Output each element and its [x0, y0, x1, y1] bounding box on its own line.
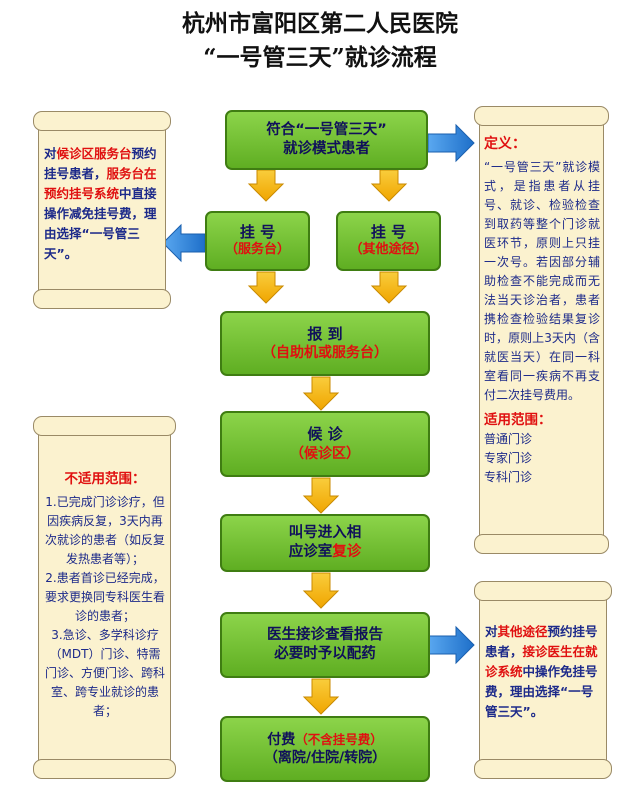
scroll-note-other	[474, 581, 612, 779]
arrow-left-desk	[162, 223, 206, 263]
box-call-number: 叫号进入相 应诊室复诊	[220, 514, 430, 572]
box-doctor-consult: 医生接诊查看报告 必要时予以配药	[220, 612, 430, 678]
not-applicable-text: 不适用范围： 1.已完成门诊诊疗，但因疾病反复，3天内再次就诊的患者（如反复发热…	[44, 471, 165, 718]
box-payment: 付费（不含挂号费） （离院/住院/转院）	[220, 716, 430, 782]
page-subtitle: “一号管三天”就诊流程	[203, 44, 437, 71]
scroll-definition	[474, 106, 609, 554]
box-waiting: 候 诊 （候诊区）	[220, 411, 430, 477]
arrow-down-4	[370, 271, 408, 304]
arrow-right-definition	[427, 123, 475, 163]
scope-item: 普通门诊	[484, 432, 533, 446]
note-desk-text: 对候诊区服务台预约挂号患者，服务台在预约挂号系统中直接操作减免挂号费，理由选择“…	[44, 146, 157, 261]
arrow-down-6	[302, 477, 340, 514]
box-register-other: 挂 号 （其他途径）	[336, 211, 441, 271]
page-title: 杭州市富阳区第二人民医院	[182, 10, 458, 37]
arrow-down-8	[302, 678, 340, 715]
arrow-down-2	[370, 169, 408, 202]
definition-text: 定义： “一号管三天”就诊模式，是指患者从挂号、就诊、检验检查到取药等整个门诊就…	[484, 135, 600, 487]
arrow-down-1	[247, 169, 285, 202]
scroll-not-applicable	[33, 416, 176, 779]
box-register-desk: 挂 号 （服务台）	[205, 211, 310, 271]
scope-item: 专科门诊	[484, 470, 533, 484]
arrow-right-other	[427, 625, 475, 665]
note-other-text: 对其他途径预约挂号患者，接诊医生在就诊系统中操作免挂号费，理由选择“一号管三天”…	[485, 624, 598, 719]
box-checkin: 报 到 （自助机或服务台）	[220, 311, 430, 376]
arrow-down-5	[302, 376, 340, 411]
scroll-note-desk	[33, 111, 171, 309]
scope-item: 专家门诊	[484, 451, 533, 465]
box-eligible-patients: 符合“一号管三天” 就诊模式患者	[225, 110, 428, 170]
arrow-down-3	[247, 271, 285, 304]
arrow-down-7	[302, 572, 340, 609]
